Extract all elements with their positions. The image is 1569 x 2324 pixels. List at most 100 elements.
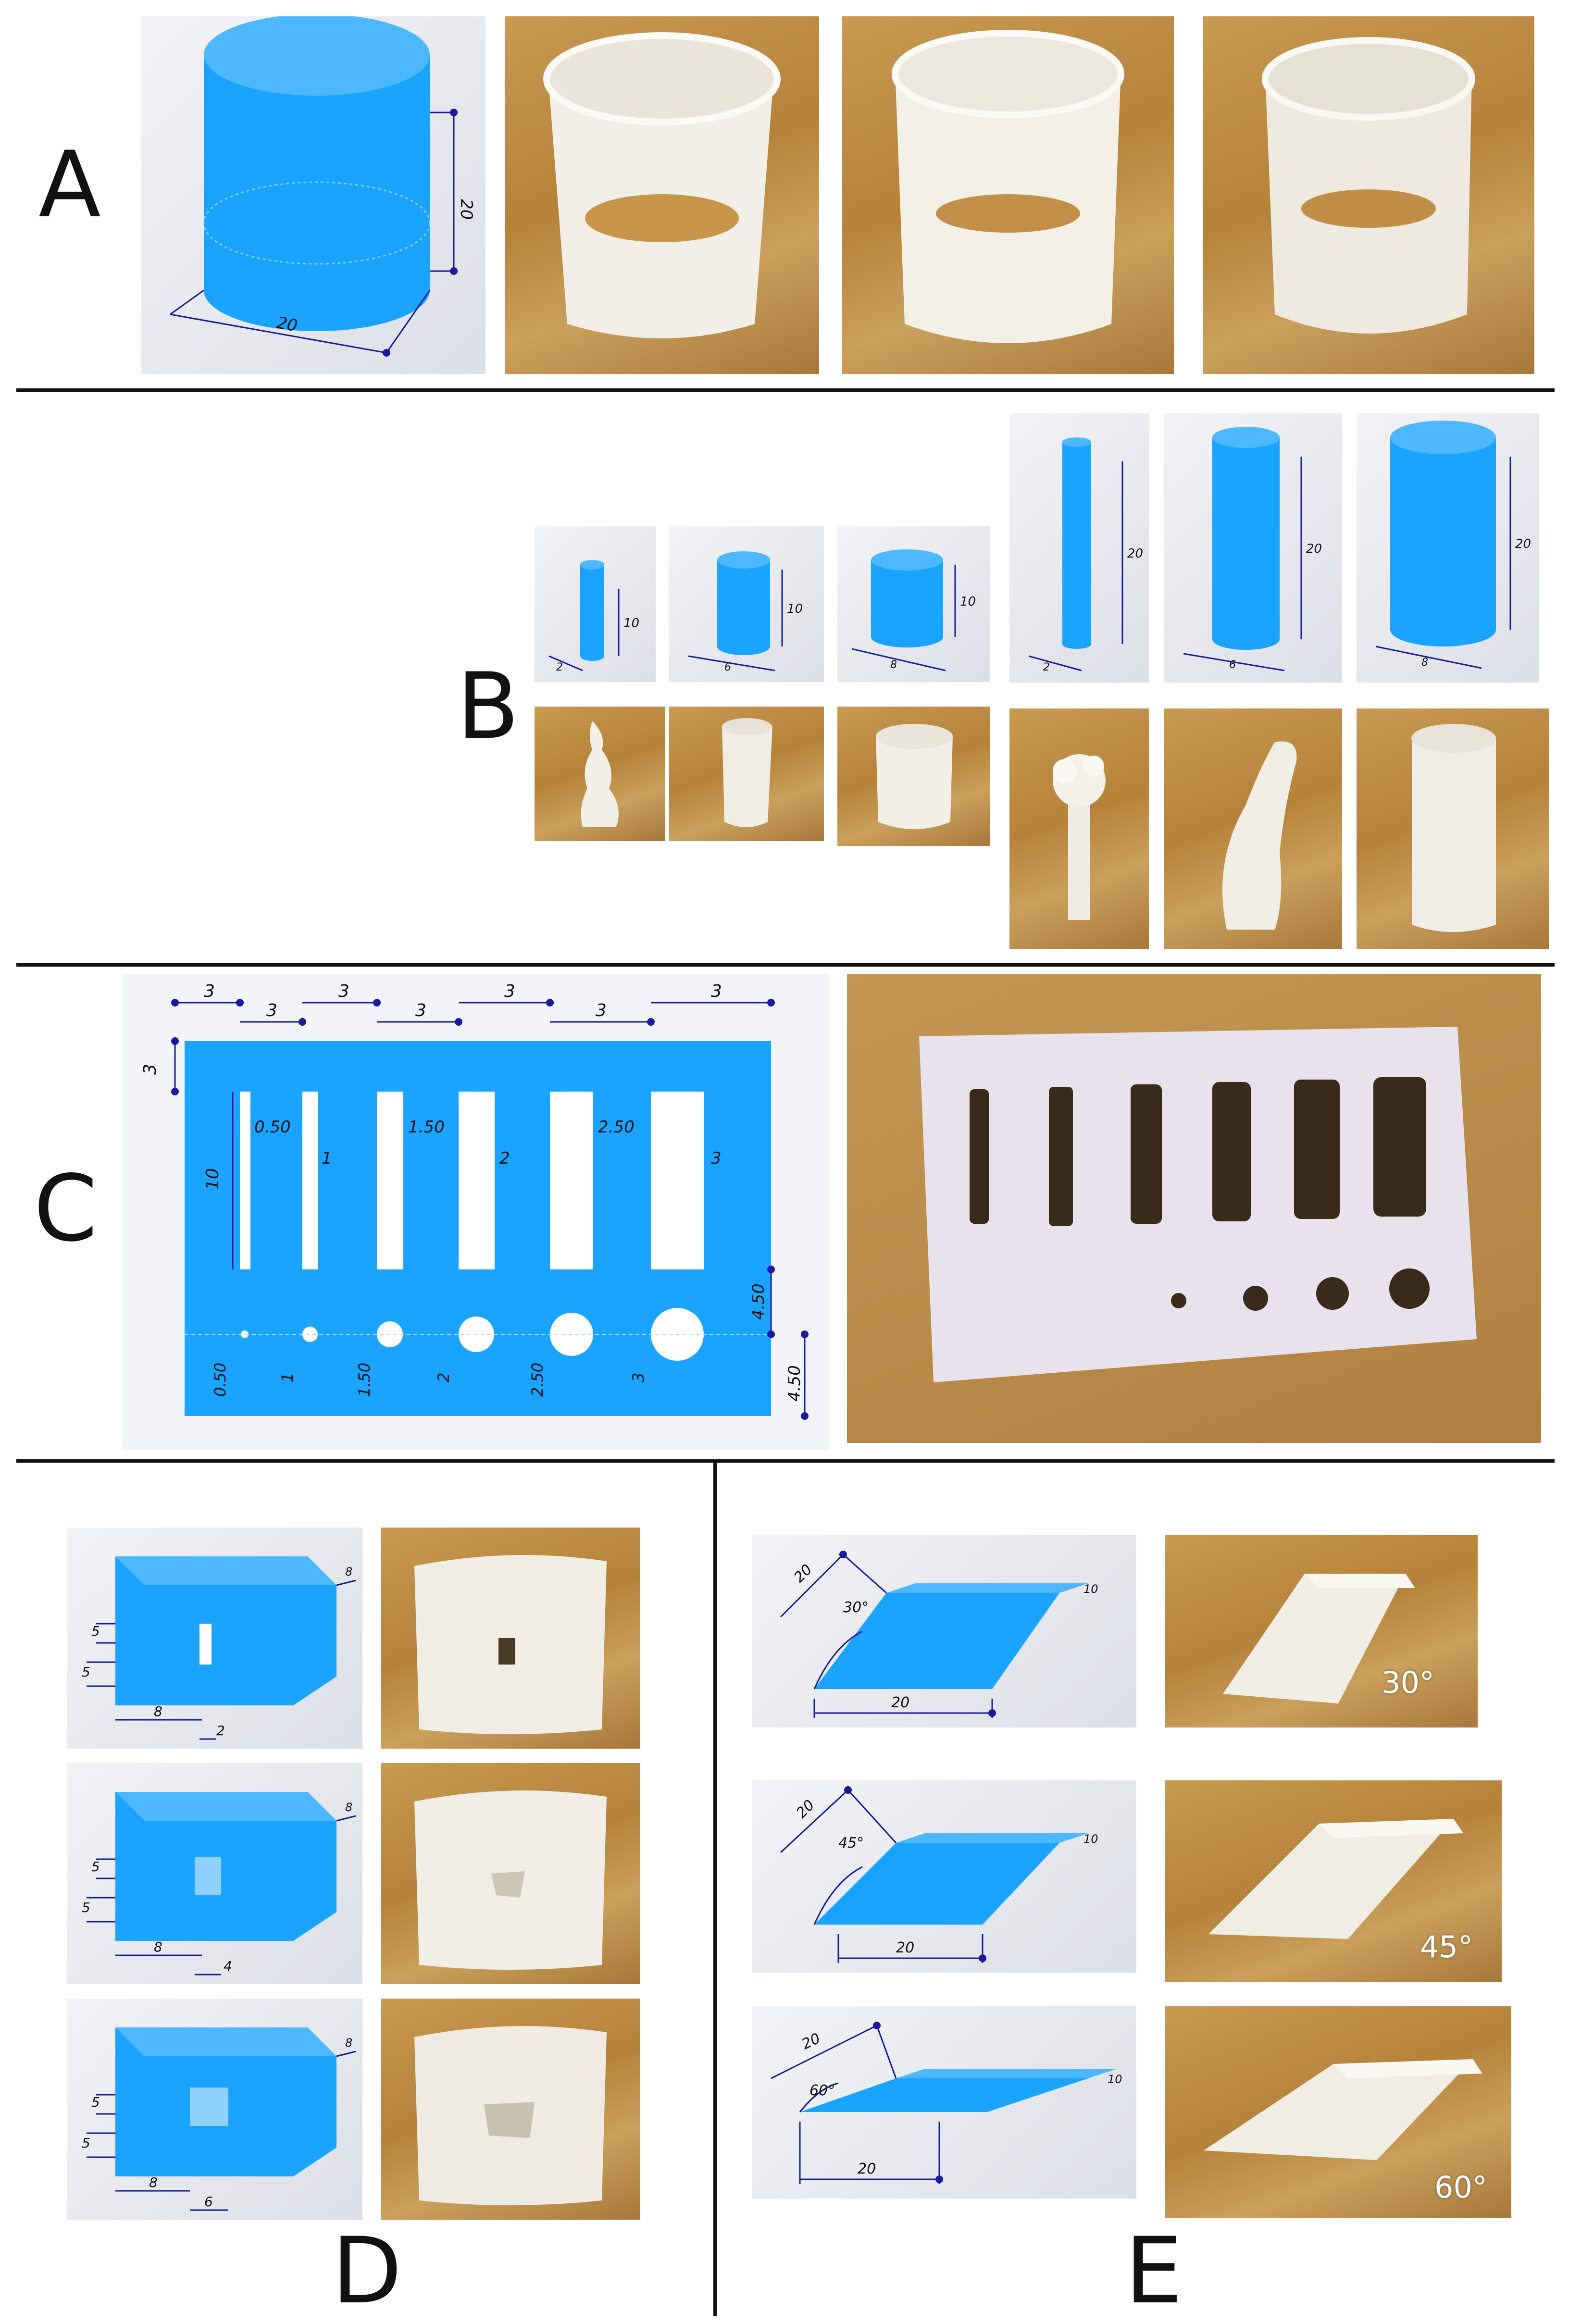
dim-c-right-0: 4.50 bbox=[749, 1283, 768, 1320]
cad-slope-60: 20 60° 10 20 bbox=[752, 2006, 1136, 2199]
dim-e2-depth: 10 bbox=[1083, 1832, 1098, 1846]
panel-letter-a: A bbox=[38, 132, 101, 238]
dim-d3-e: 8 bbox=[345, 2036, 352, 2050]
dim-b4-diameter: 2 bbox=[1043, 661, 1050, 673]
dim-height-a: 20 bbox=[457, 199, 476, 220]
cad-pillar-1: 10 2 bbox=[535, 526, 656, 682]
dim-b6-height: 20 bbox=[1515, 537, 1531, 551]
dim-d1-d: 2 bbox=[216, 1723, 225, 1739]
dim-d3-c: 8 bbox=[149, 2175, 158, 2190]
photo-pillar-6 bbox=[1357, 708, 1549, 949]
cad-hole-block-3: 5 5 8 6 8 bbox=[67, 1999, 362, 2220]
dim-c-slot-2: 1.50 bbox=[408, 1118, 445, 1137]
dim-c-slot-height: 10 bbox=[203, 1168, 223, 1190]
photo-pillar-4 bbox=[1009, 708, 1149, 949]
angle-label-30: 30° bbox=[1382, 1665, 1434, 1700]
dim-b2-height: 10 bbox=[787, 602, 803, 616]
cad-pillar-4: 20 2 bbox=[1009, 413, 1149, 683]
angle-label-60: 60° bbox=[1434, 2170, 1487, 2205]
photo-hole-block-3 bbox=[381, 1999, 640, 2220]
cad-hole-block-2: 5 5 8 4 8 bbox=[67, 1763, 362, 1984]
dim-d2-b: 5 bbox=[82, 1900, 90, 1915]
cad-pillar-2: 10 6 bbox=[669, 526, 824, 682]
divider-c-de bbox=[16, 1459, 1555, 1463]
dim-c-right-1: 4.50 bbox=[785, 1365, 804, 1402]
dim-c-top-1: 3 bbox=[266, 1001, 277, 1020]
dim-c-slot-4: 2.50 bbox=[598, 1118, 635, 1137]
dim-b1-height: 10 bbox=[623, 616, 639, 631]
dim-b3-height: 10 bbox=[960, 595, 976, 609]
dim-e2-length: 20 bbox=[793, 1797, 818, 1822]
angle-label-45: 45° bbox=[1420, 1929, 1473, 1964]
dim-d1-b: 5 bbox=[82, 1664, 90, 1680]
dim-e3-depth: 10 bbox=[1108, 2073, 1122, 2086]
cad-slope-45: 20 45° 10 20 bbox=[752, 1780, 1136, 1973]
dim-b1-diameter: 2 bbox=[556, 661, 563, 673]
dim-c-top-0: 3 bbox=[204, 982, 215, 1001]
dim-d3-a: 5 bbox=[91, 2094, 100, 2110]
dim-d3-b: 5 bbox=[82, 2135, 90, 2151]
dim-c-top-2: 3 bbox=[338, 982, 349, 1001]
dim-c-hole-2: 1.50 bbox=[355, 1363, 374, 1397]
photo-pillar-1 bbox=[535, 707, 665, 841]
dim-d1-e: 8 bbox=[345, 1565, 352, 1578]
photo-cup-2 bbox=[842, 16, 1174, 374]
photo-slope-45: 45° bbox=[1165, 1780, 1502, 1982]
dim-d2-c: 8 bbox=[154, 1939, 162, 1955]
dim-d1-a: 5 bbox=[91, 1623, 100, 1639]
cad-slot-hole-plate: 3 3 3 3 3 3 3 3 10 0.50 1 1.50 2 2.50 3 … bbox=[122, 974, 829, 1450]
panel-letter-e: E bbox=[1125, 2218, 1183, 2324]
dim-c-hole-0: 0.50 bbox=[211, 1363, 229, 1397]
dim-e1-base: 20 bbox=[891, 1694, 909, 1711]
photo-slope-60: 60° bbox=[1165, 2006, 1511, 2218]
dim-c-slot-5: 3 bbox=[711, 1149, 722, 1168]
cad-slope-30: 20 30° 10 20 bbox=[752, 1535, 1136, 1727]
photo-pillar-3 bbox=[837, 707, 990, 846]
dim-c-slot-1: 1 bbox=[322, 1149, 332, 1168]
photo-slope-30: 30° bbox=[1165, 1535, 1478, 1727]
dim-e2-base: 20 bbox=[896, 1939, 914, 1956]
photo-hole-block-1 bbox=[381, 1528, 640, 1749]
cad-pillar-6: 20 8 bbox=[1357, 413, 1539, 683]
divider-b-c bbox=[16, 963, 1555, 967]
dim-b2-diameter: 6 bbox=[724, 661, 731, 673]
photo-cup-3 bbox=[1203, 16, 1534, 374]
panel-letter-c: C bbox=[34, 1156, 98, 1262]
cad-pillar-5: 20 6 bbox=[1164, 413, 1342, 683]
dim-e1-angle: 30° bbox=[843, 1599, 869, 1616]
dim-c-hole-4: 2.50 bbox=[528, 1363, 547, 1397]
dim-e2-angle: 45° bbox=[838, 1835, 864, 1852]
dim-b5-height: 20 bbox=[1306, 542, 1322, 556]
photo-slot-hole-plate bbox=[847, 974, 1541, 1443]
dim-c-hole-3: 2 bbox=[435, 1373, 453, 1382]
dim-d2-d: 4 bbox=[224, 1958, 232, 1974]
dim-c-left-top: 3 bbox=[140, 1064, 160, 1075]
dim-e3-length: 20 bbox=[799, 2030, 823, 2053]
dim-diameter-a: 20 bbox=[275, 313, 299, 336]
photo-hole-block-2 bbox=[381, 1763, 640, 1984]
dim-d1-c: 8 bbox=[154, 1703, 162, 1719]
dim-c-hole-5: 3 bbox=[629, 1373, 648, 1382]
dim-c-slot-0: 0.50 bbox=[254, 1118, 291, 1137]
panel-letter-d: D bbox=[332, 2218, 402, 2324]
dim-b5-diameter: 6 bbox=[1229, 659, 1236, 671]
dim-c-slot-3: 2 bbox=[499, 1149, 510, 1168]
dim-b6-diameter: 8 bbox=[1421, 657, 1428, 669]
dim-c-hole-1: 1 bbox=[278, 1373, 297, 1382]
dim-e1-depth: 10 bbox=[1083, 1582, 1098, 1596]
divider-d-e bbox=[713, 1463, 717, 2316]
dim-c-top-3: 3 bbox=[415, 1001, 426, 1020]
dim-e3-base: 20 bbox=[858, 2161, 876, 2177]
panel-letter-b: B bbox=[457, 653, 520, 759]
dim-c-top-6: 3 bbox=[711, 982, 722, 1001]
dim-b4-height: 20 bbox=[1127, 547, 1143, 561]
cad-pillar-3: 10 8 bbox=[837, 526, 990, 682]
dim-b3-diameter: 8 bbox=[890, 659, 897, 671]
dim-d2-e: 8 bbox=[345, 1801, 352, 1814]
dim-e3-angle: 60° bbox=[809, 2082, 835, 2099]
dim-d3-d: 6 bbox=[204, 2194, 213, 2210]
dim-c-top-5: 3 bbox=[596, 1001, 607, 1020]
cad-cylinder-a: 20 20 bbox=[141, 16, 486, 374]
dim-e1-length: 20 bbox=[791, 1561, 816, 1586]
photo-cup-1 bbox=[505, 16, 819, 374]
